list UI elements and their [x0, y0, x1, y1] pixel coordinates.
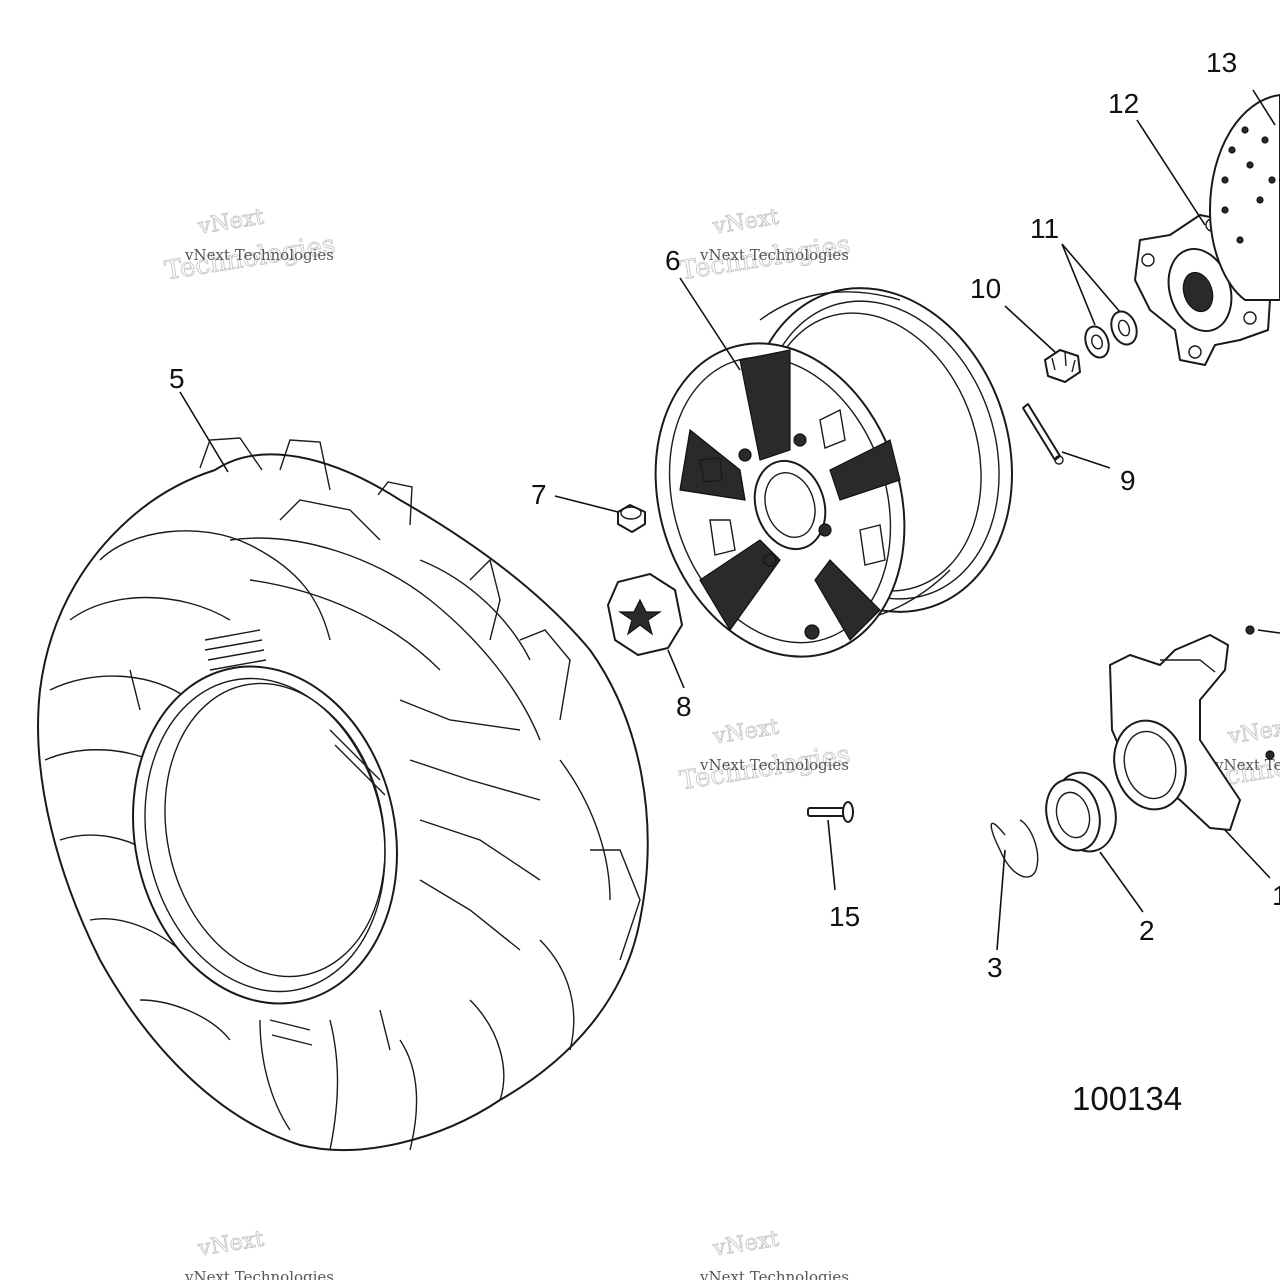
center-cap	[607, 573, 683, 656]
watermark: vNext Technologies vNext Technologies	[677, 204, 853, 287]
svg-text:vNext: vNext	[196, 1227, 266, 1262]
callout-9: 9	[1120, 465, 1136, 496]
brake-disc	[1209, 94, 1280, 301]
watermark: vNext vNext Technologies	[184, 1226, 334, 1280]
pin	[807, 801, 854, 823]
washers	[1084, 310, 1138, 359]
callout-15: 15	[829, 901, 860, 932]
cotter-pin	[1022, 403, 1064, 465]
callout-6: 6	[665, 245, 681, 276]
svg-text:vNext Technologies: vNext Technologies	[1214, 756, 1280, 774]
svg-text:vNext: vNext	[711, 715, 781, 750]
svg-text:vNext Technologies: vNext Technologies	[699, 246, 849, 264]
svg-text:vNext Technologies: vNext Technologies	[184, 1268, 334, 1280]
svg-text:vNext Technologies: vNext Technologies	[699, 1268, 849, 1280]
callout-7: 7	[531, 479, 547, 510]
svg-text:vNext: vNext	[711, 1227, 781, 1262]
svg-text:vNext Technologies: vNext Technologies	[184, 246, 334, 264]
watermark: vNext Technologies vNext Technologies	[677, 714, 853, 797]
snap-ring	[990, 819, 1039, 878]
callout-5: 5	[169, 363, 185, 394]
callout-11: 11	[1030, 213, 1059, 244]
svg-text:vNext: vNext	[1226, 715, 1280, 750]
wheel	[654, 287, 1013, 658]
callout-2: 2	[1139, 915, 1155, 946]
drawing-number: 100134	[1072, 1080, 1182, 1117]
callouts: 13 12 11 10 9 6 7 8 5 15 2 3 1	[169, 47, 1280, 983]
leader-lines	[179, 89, 1280, 951]
callout-3: 3	[987, 952, 1003, 983]
callout-13: 13	[1206, 47, 1237, 78]
svg-text:vNext: vNext	[196, 205, 266, 240]
callout-1: 1	[1272, 880, 1280, 911]
tire	[37, 437, 649, 1151]
callout-8: 8	[676, 691, 692, 722]
svg-text:vNext: vNext	[711, 205, 781, 240]
callout-10: 10	[970, 273, 1001, 304]
knuckle	[1109, 625, 1275, 831]
castle-nut	[1044, 349, 1081, 383]
svg-text:vNext Technologies: vNext Technologies	[699, 756, 849, 774]
watermark: vNext Technologies vNext Technologies	[162, 204, 338, 287]
bearing	[1045, 771, 1117, 853]
lug-nut	[617, 504, 646, 533]
callout-12: 12	[1108, 88, 1139, 119]
watermark: vNext vNext Technologies	[699, 1226, 849, 1280]
